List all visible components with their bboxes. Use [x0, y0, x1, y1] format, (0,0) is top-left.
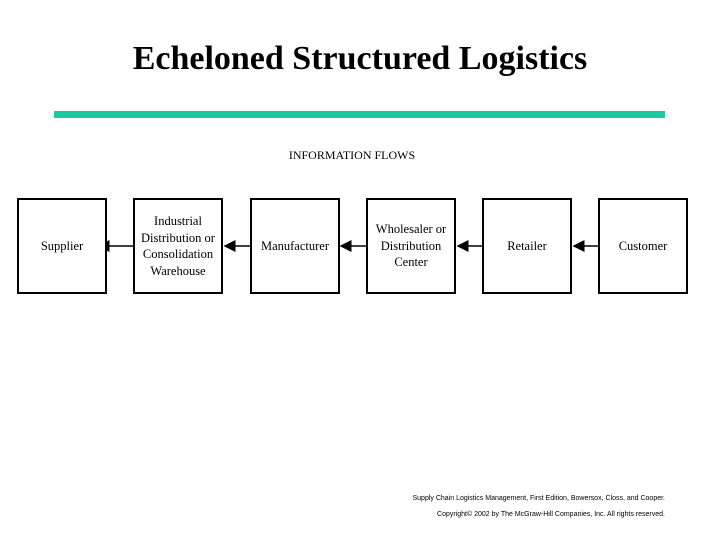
- node-manufacturer: Manufacturer: [250, 198, 340, 294]
- node-label: Wholesaler or Distribution Center: [375, 222, 447, 270]
- node-label: Supplier: [40, 238, 84, 253]
- node-industrial-distribution: Industrial Distribution or Consolidation…: [133, 198, 223, 294]
- citation-line: Supply Chain Logistics Management, First…: [412, 495, 665, 502]
- node-customer: Customer: [598, 198, 688, 294]
- information-flows-label: INFORMATION FLOWS: [288, 148, 416, 162]
- node-label: Retailer: [507, 238, 547, 253]
- node-wholesaler: Wholesaler or Distribution Center: [366, 198, 456, 294]
- node-label: Industrial Distribution or Consolidation…: [141, 214, 215, 278]
- copyright-line: Copyright© 2002 by The McGraw-Hill Compa…: [437, 511, 665, 518]
- node-label: Customer: [618, 238, 668, 253]
- node-supplier: Supplier: [17, 198, 107, 294]
- node-label: Manufacturer: [260, 238, 330, 253]
- node-retailer: Retailer: [482, 198, 572, 294]
- title-underline: [54, 111, 665, 118]
- slide-title: Echeloned Structured Logistics: [132, 40, 588, 77]
